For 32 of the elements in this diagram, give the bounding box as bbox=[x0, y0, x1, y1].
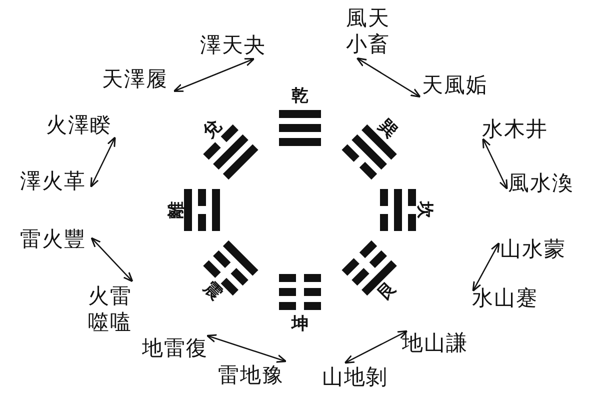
double-arrow bbox=[90, 136, 116, 188]
double-arrow bbox=[472, 242, 500, 292]
hexagram-name: 澤火革 bbox=[20, 168, 90, 194]
double-arrow bbox=[90, 237, 134, 282]
hexagram-name: 地雷復 bbox=[142, 335, 212, 361]
hexagram-name: 澤天夬 bbox=[200, 32, 270, 58]
hexagram-name: 雷地豫 bbox=[218, 362, 288, 388]
trigram-name: 巽 bbox=[374, 116, 401, 142]
hexagram-name: 天澤履 bbox=[102, 66, 172, 92]
double-arrow bbox=[356, 57, 421, 98]
trigram-name: 兌 bbox=[199, 116, 226, 142]
hexagram-name: 水木井 bbox=[482, 116, 552, 142]
hexagram-name: 山地剝 bbox=[322, 364, 392, 390]
trigram-name: 艮 bbox=[374, 278, 401, 304]
double-arrow bbox=[206, 334, 287, 363]
double-arrow bbox=[173, 58, 255, 92]
trigram-name: 乾 bbox=[292, 86, 308, 106]
hexagram-name: 天風姤 bbox=[422, 72, 492, 98]
trigram-name: 離 bbox=[166, 202, 186, 218]
hexagram-name: 地山謙 bbox=[402, 330, 472, 356]
trigram-name: 震 bbox=[199, 278, 226, 304]
hexagram-name: 雷火豐 bbox=[20, 226, 90, 252]
trigram-name: 坤 bbox=[292, 314, 308, 334]
double-arrow bbox=[482, 138, 508, 190]
double-arrow bbox=[344, 330, 408, 364]
hexagram-name: 風水渙 bbox=[508, 170, 578, 196]
trigram-name: 坎 bbox=[414, 202, 434, 218]
hexagram-name: 水山蹇 bbox=[472, 285, 542, 311]
hexagram-name: 火澤睽 bbox=[46, 112, 116, 138]
hexagram-name: 風天小畜 bbox=[346, 5, 392, 57]
hexagram-name: 山水蒙 bbox=[500, 236, 570, 262]
hexagram-name: 火雷噬嗑 bbox=[88, 283, 134, 335]
